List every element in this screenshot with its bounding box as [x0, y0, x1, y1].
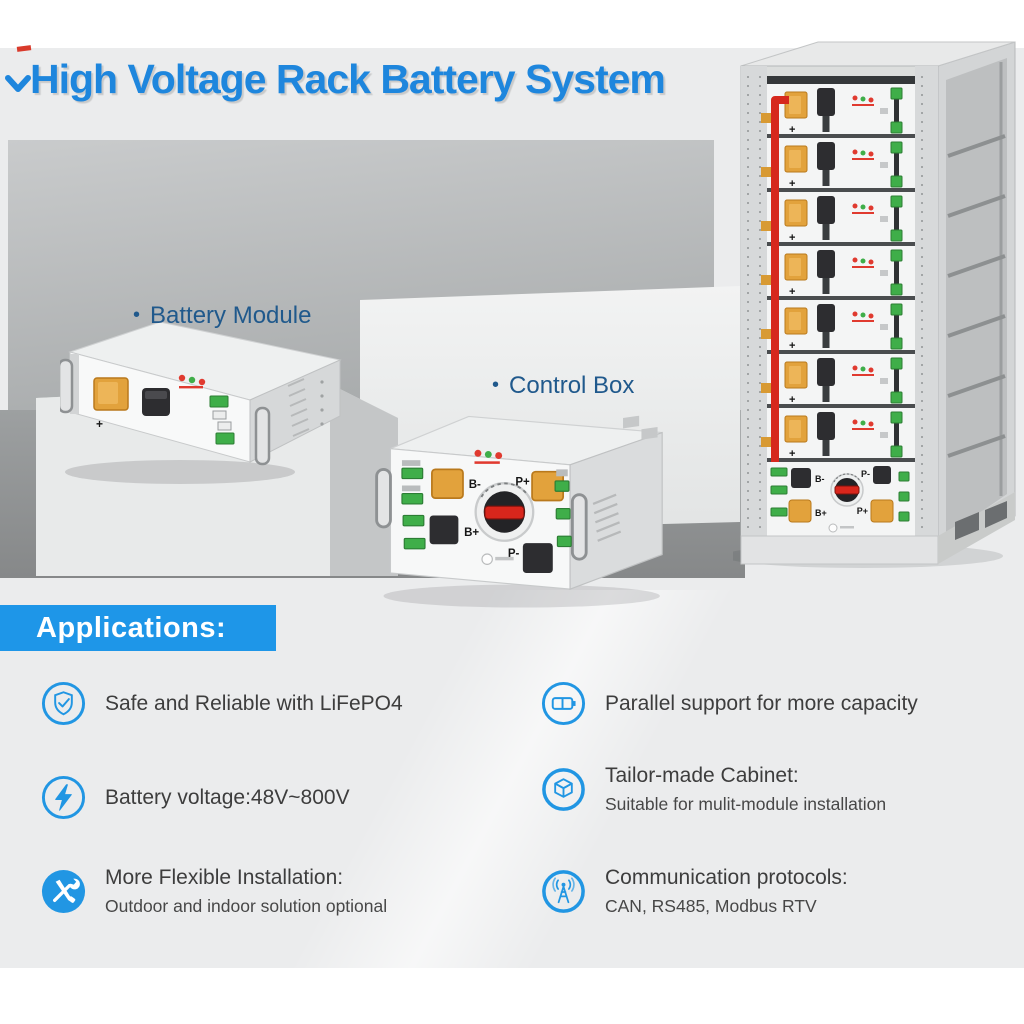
svg-text:P-: P- [861, 469, 870, 479]
feature-parallel-support: Parallel support for more capacity [540, 680, 918, 727]
page-title: High Voltage Rack Battery System [30, 56, 666, 102]
terminal-p-minus-connector [522, 543, 553, 574]
feature-battery-voltage: Battery voltage:48V~800V [40, 774, 350, 821]
control-box-image: B- B+ P+ P- [375, 415, 663, 608]
control-left-terminals [401, 460, 426, 550]
feature-subtitle: CAN, RS485, Modbus RTV [605, 896, 817, 916]
terminal-p-plus-label: P+ [515, 477, 530, 489]
feature-flexible-installation: More Flexible Installation: Outdoor and … [40, 866, 387, 917]
module-handle-left [60, 358, 74, 414]
chevron-down-icon [5, 75, 31, 92]
control-handle-right [570, 493, 588, 561]
svg-text:B-: B- [815, 474, 825, 484]
terminal-p-minus-label: P- [508, 548, 520, 560]
feature-tailor-made-cabinet: Tailor-made Cabinet: Suitable for mulit-… [540, 764, 886, 815]
tools-icon [40, 868, 87, 915]
rack-cabinet-image: + B- [733, 41, 1016, 568]
feature-title: Parallel support for more capacity [605, 691, 918, 715]
antenna-icon [540, 868, 587, 915]
terminal-b-minus-label: B- [469, 479, 481, 491]
control-side-vents [592, 493, 622, 542]
module-brand-logo [178, 374, 206, 389]
feature-title: More Flexible Installation: [105, 866, 344, 889]
rack-base [740, 535, 939, 565]
feature-safe-reliable: Safe and Reliable with LiFePO4 [40, 680, 403, 727]
control-box-label: •Control Box [492, 372, 635, 399]
module-orange-connector [93, 377, 129, 411]
terminal-b-plus-label: B+ [464, 527, 479, 539]
feature-subtitle: Outdoor and indoor solution optional [105, 896, 388, 916]
feature-title: Tailor-made Cabinet: [605, 764, 799, 787]
shield-check-icon [40, 680, 87, 727]
rack-control-box: B- P- B+ P+ [767, 462, 915, 536]
svg-text:P+: P+ [857, 506, 868, 516]
cabinet-box-icon [540, 766, 587, 813]
control-handle-left [375, 467, 392, 529]
feature-title: Communication protocols: [605, 866, 848, 889]
module-handle-right [254, 406, 271, 466]
feature-title: Safe and Reliable with LiFePO4 [105, 691, 403, 715]
control-right-terminals [554, 469, 572, 548]
svg-text:B+: B+ [815, 508, 827, 518]
battery-module-label: •Battery Module [133, 302, 312, 329]
terminal-b-plus-connector [429, 515, 459, 545]
indicator-button [481, 553, 493, 565]
module-plus-label: + [96, 417, 103, 431]
module-side-vents [287, 378, 310, 437]
side-vent-slot [623, 415, 640, 429]
feature-communication-protocols: Communication protocols: CAN, RS485, Mod… [540, 866, 848, 917]
feature-subtitle: Suitable for mulit-module installation [605, 794, 887, 814]
bullet: • [492, 374, 500, 396]
applications-heading: Applications: [36, 611, 227, 644]
background-sheen [0, 590, 1024, 968]
bullet: • [133, 304, 141, 326]
lightning-bolt-icon [40, 774, 87, 821]
rotary-switch [474, 482, 535, 542]
module-green-terminals [209, 395, 235, 445]
brand-logo [474, 449, 503, 464]
side-vent-slot-2 [641, 426, 658, 440]
battery-module-image: + [60, 321, 342, 484]
applications-banner: Applications: [0, 605, 276, 651]
parallel-battery-icon [540, 680, 587, 727]
feature-title: Battery voltage:48V~800V [105, 785, 350, 809]
terminal-b-minus-connector [431, 468, 464, 500]
